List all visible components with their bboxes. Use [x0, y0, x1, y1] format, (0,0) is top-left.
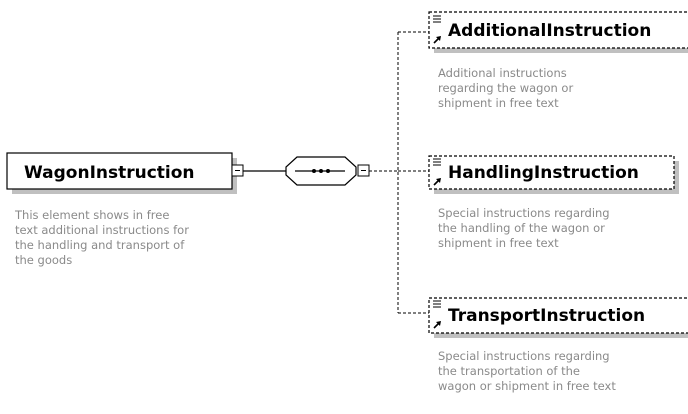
child-element[interactable]: AdditionalInstruction	[428, 11, 688, 53]
sequence-collapse-toggle[interactable]	[357, 164, 370, 177]
element-reference-arrow-icon	[433, 321, 441, 329]
documentation-icon	[433, 300, 441, 308]
child-documentation: Additional instructions regarding the wa…	[438, 66, 574, 110]
sequence-compositor[interactable]	[285, 156, 357, 186]
child-element-name: HandlingInstruction	[448, 163, 639, 183]
root-documentation: This element shows in free text addition…	[15, 208, 189, 267]
documentation-icon	[433, 158, 441, 166]
child-documentation: Special instructions regarding the trans…	[438, 349, 616, 393]
child-element[interactable]: TransportInstruction	[428, 297, 688, 338]
root-collapse-toggle[interactable]	[231, 164, 244, 177]
root-element[interactable]: WagonInstruction	[6, 152, 237, 194]
child-element-name: TransportInstruction	[448, 306, 645, 326]
connector-lines	[369, 31, 430, 314]
root-element-name: WagonInstruction	[24, 163, 195, 183]
child-documentation: Special instructions regarding the handl…	[438, 206, 610, 250]
element-reference-arrow-icon	[433, 178, 441, 186]
element-reference-arrow-icon	[433, 36, 441, 44]
documentation-icon	[433, 15, 441, 23]
child-element-name: AdditionalInstruction	[448, 21, 651, 41]
child-element[interactable]: HandlingInstruction	[428, 155, 679, 194]
